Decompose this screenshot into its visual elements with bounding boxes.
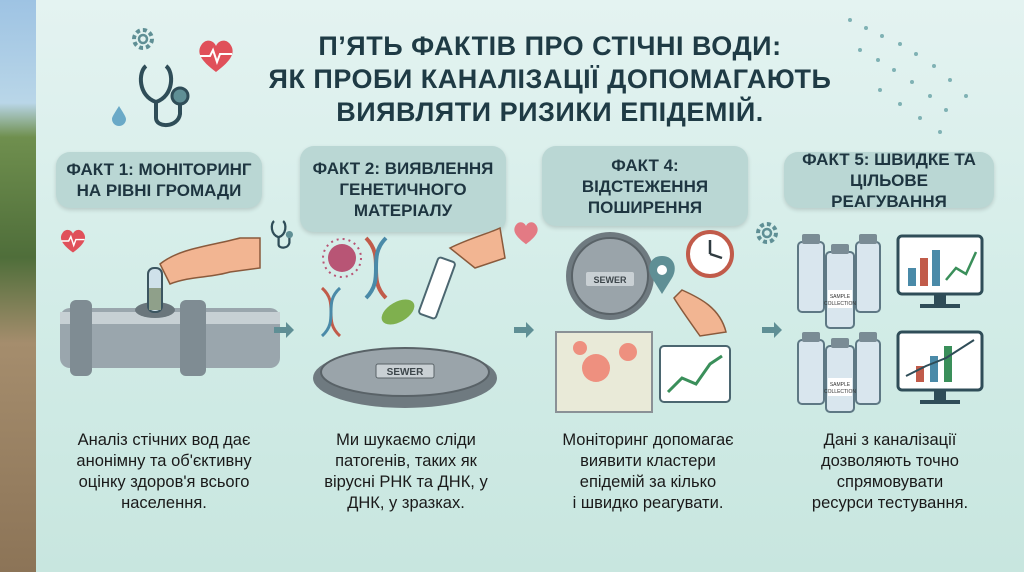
sewer-label-2: SEWER	[593, 275, 627, 285]
sewer-label: SEWER	[387, 367, 424, 378]
gear-icon	[132, 28, 154, 50]
sample-label-3: SAMPLE	[830, 382, 851, 388]
arrow-right-icon	[514, 322, 534, 338]
map-pin-icon	[649, 256, 675, 294]
stethoscope-icon	[138, 64, 190, 127]
monitor-chart-bottom	[896, 330, 984, 404]
pipe-sampling-illustration	[60, 237, 280, 376]
monitor-chart-top	[896, 234, 984, 308]
title-line-1: П’ЯТЬ ФАКТІВ ПРО СТІЧНІ ВОДИ:	[318, 31, 782, 61]
background-photo-edge	[0, 0, 42, 572]
heart-icon	[514, 222, 538, 245]
arrow-right-icon	[762, 322, 782, 338]
title-line-2: ЯК ПРОБИ КАНАЛІЗАЦІЇ ДОПОМАГАЮТЬ	[268, 64, 832, 94]
arrow-right-icon	[274, 322, 294, 338]
water-drop-icon	[112, 106, 126, 126]
title-line-3: ВИЯВЛЯТИ РИЗИКИ ЕПІДЕМІЙ.	[336, 97, 764, 127]
page-title: П’ЯТЬ ФАКТІВ ПРО СТІЧНІ ВОДИ: ЯК ПРОБИ К…	[200, 30, 900, 129]
sample-label-4: COLLECTION	[824, 389, 856, 395]
clock-icon	[686, 230, 734, 278]
gear-icon	[756, 222, 778, 244]
dot-pattern	[848, 18, 968, 134]
sample-label-1: SAMPLE	[830, 294, 851, 300]
stethoscope-icon	[270, 220, 293, 249]
targeted-response-illustration: SAMPLE COLLECTION SAMPLE COLLECTION	[797, 234, 984, 413]
heart-pulse-icon	[60, 229, 86, 253]
genetic-material-illustration: SEWER	[313, 226, 506, 408]
heart-pulse-icon	[199, 40, 233, 72]
spread-tracking-illustration: SEWER	[555, 230, 734, 413]
sample-label-2: COLLECTION	[824, 301, 856, 307]
